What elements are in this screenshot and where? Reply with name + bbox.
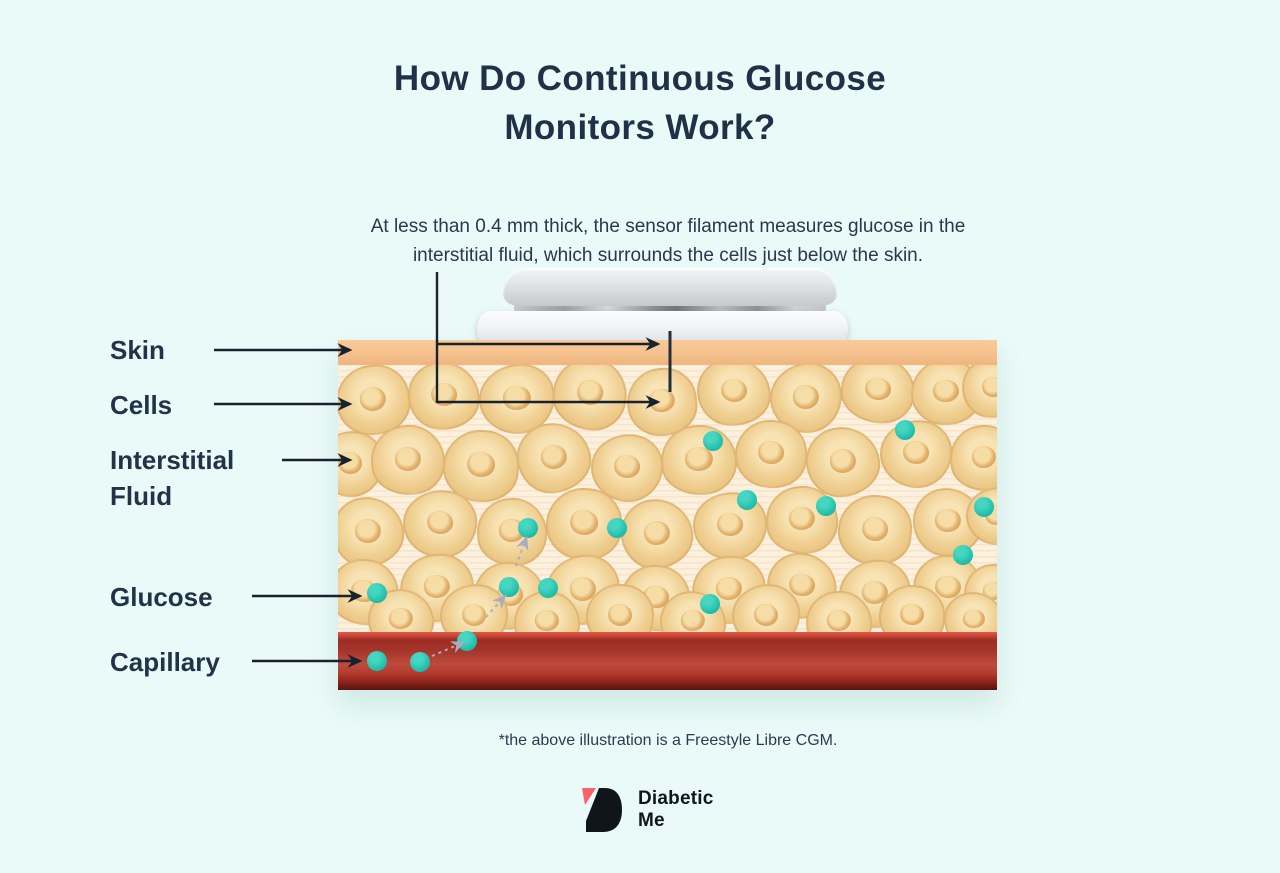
label-cells: Cells	[110, 390, 173, 420]
glucose-dot	[518, 518, 538, 538]
cell-nucleus	[642, 519, 671, 546]
glucose-dot	[499, 577, 519, 597]
glucose-dot	[703, 431, 723, 451]
label-skin: Skin	[110, 335, 165, 365]
cell-nucleus	[753, 603, 779, 627]
cell-nucleus	[338, 450, 364, 476]
cell-nucleus	[539, 443, 569, 471]
illustration-caption: *the above illustration is a Freestyle L…	[498, 732, 838, 749]
cell-nucleus	[613, 454, 641, 480]
subtitle-text: At less than 0.4 mm thick, the sensor fi…	[370, 216, 966, 266]
glucose-dot	[607, 518, 627, 538]
illustration	[338, 340, 997, 690]
cell-nucleus	[791, 383, 820, 410]
glucose-dot	[737, 490, 757, 510]
cell-nucleus	[357, 385, 388, 413]
cell-nucleus	[569, 509, 599, 537]
cell-nucleus	[388, 607, 414, 631]
cell-nucleus	[461, 602, 488, 627]
page-title: How Do Continuous Glucose Monitors Work?	[393, 59, 887, 147]
cell-nucleus	[353, 517, 382, 544]
cell-nucleus	[575, 378, 606, 407]
cell-nucleus	[606, 602, 634, 627]
diabetic-me-logo: Diabetic Me	[578, 786, 714, 834]
cell-nucleus	[828, 447, 858, 474]
cell-nucleus	[502, 384, 532, 411]
glucose-dot	[367, 651, 387, 671]
cell-nucleus	[863, 376, 893, 402]
label-glucose: Glucose	[110, 582, 213, 612]
cell-nucleus	[970, 444, 997, 470]
logo-line2: Me	[638, 810, 665, 831]
glucose-dot	[457, 631, 477, 651]
cell-nucleus	[788, 506, 816, 532]
cell-nucleus	[430, 382, 458, 408]
cell-nucleus	[934, 508, 962, 534]
cell-nucleus	[720, 378, 749, 404]
cell-nucleus	[757, 439, 786, 466]
cell-nucleus	[680, 609, 706, 633]
cell-nucleus	[534, 609, 560, 633]
diabetic-me-logo-mark	[582, 788, 622, 832]
cell-nucleus	[425, 509, 455, 536]
glucose-dot	[895, 420, 915, 440]
cgm-device-dome	[503, 268, 837, 306]
cell-nucleus	[981, 375, 997, 398]
glucose-dot	[816, 496, 836, 516]
cell-nucleus	[466, 451, 496, 478]
cell-nucleus	[902, 440, 930, 466]
cell-nucleus	[932, 378, 960, 403]
capillary-layer	[338, 632, 997, 690]
cell-nucleus	[860, 515, 890, 542]
label-interstitial-fluid: Interstitial Fluid	[110, 445, 235, 511]
glucose-dot	[410, 652, 430, 672]
glucose-dot	[367, 583, 387, 603]
cell-nucleus	[826, 609, 852, 633]
skin-layer	[338, 340, 997, 365]
logo-text: Diabetic Me	[638, 788, 714, 832]
logo-line1: Diabetic	[638, 788, 714, 810]
cell-nucleus	[962, 608, 986, 630]
glucose-dot	[974, 497, 994, 517]
cell-nucleus	[648, 387, 676, 414]
cell-nucleus	[393, 445, 423, 472]
glucose-dot	[538, 578, 558, 598]
cell-nucleus	[716, 512, 745, 538]
cell-nucleus	[899, 603, 925, 627]
glucose-dot	[953, 545, 973, 565]
label-capillary: Capillary	[110, 647, 220, 677]
glucose-dot	[700, 594, 720, 614]
